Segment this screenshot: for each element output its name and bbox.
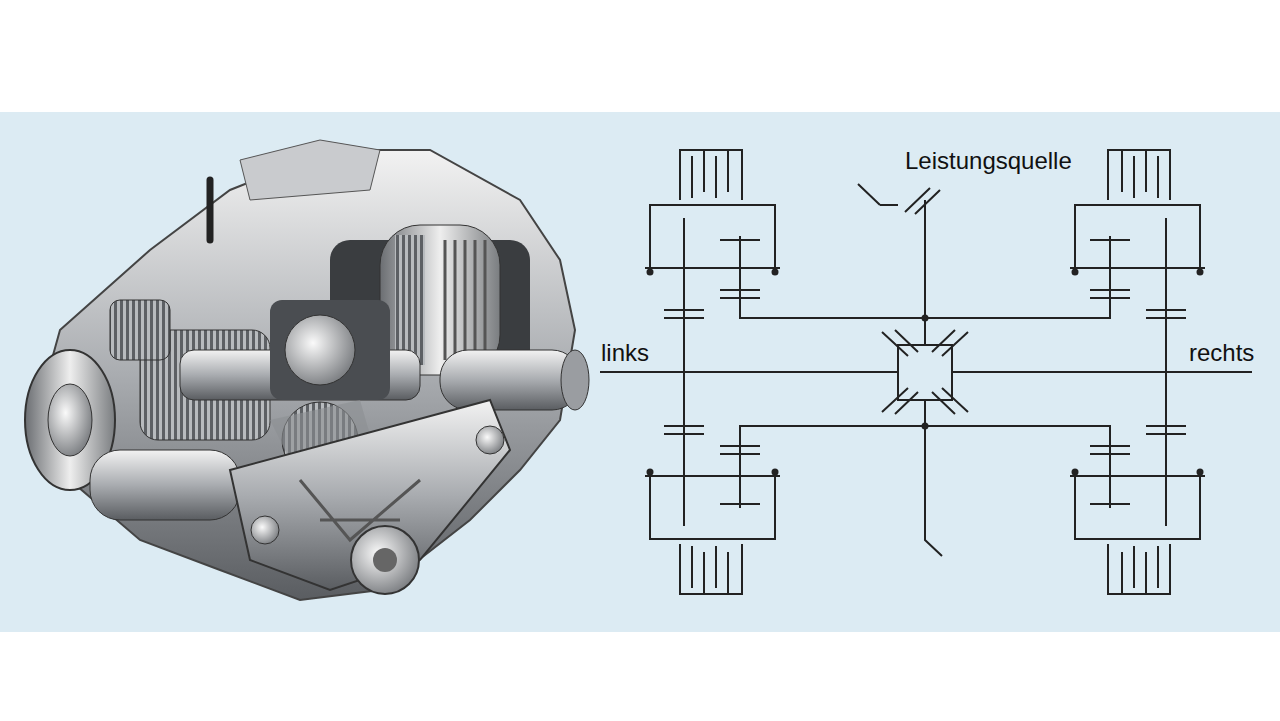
gearbox-illustration	[25, 140, 589, 600]
schematic-label: links	[598, 340, 652, 366]
schematic-label: rechts	[1186, 340, 1257, 366]
gear-schematic	[600, 150, 1252, 594]
schematic-label: Leistungsquelle	[902, 148, 1075, 174]
